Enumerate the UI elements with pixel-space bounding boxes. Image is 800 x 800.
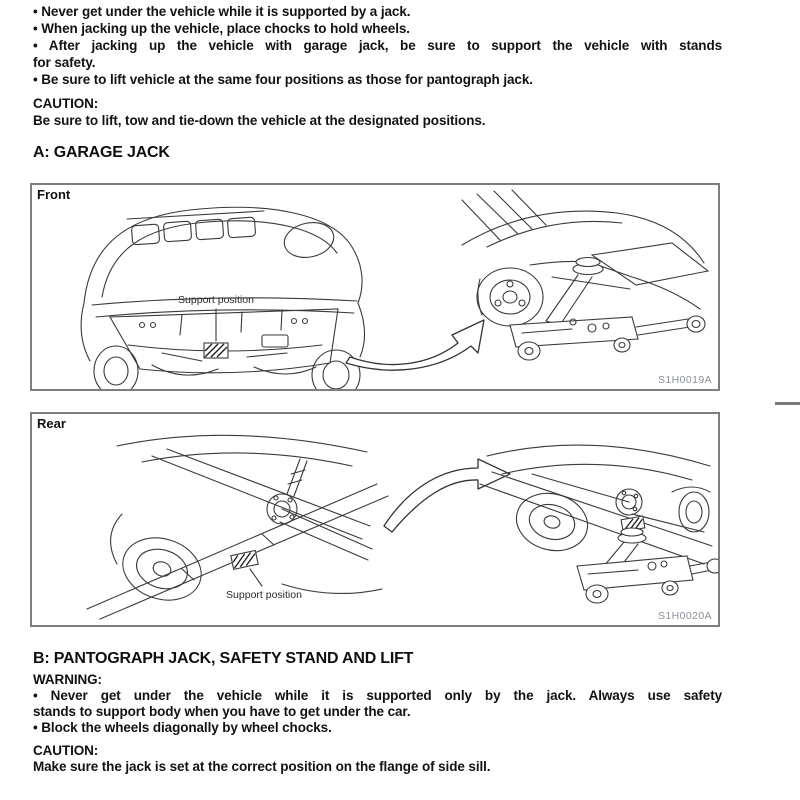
bullet-item: • Be sure to lift vehicle at the same fo… [33,72,533,87]
support-position-label: Support position [226,589,302,601]
support-position-label: Support position [178,294,254,306]
bullet-item: • After jacking up the vehicle with gara… [33,38,722,53]
figure-front-garage-jack: Front [30,183,720,391]
figure-label-rear: Rear [37,416,66,431]
bullet-item: • Never get under the vehicle while it i… [33,4,411,19]
callout-arrow [345,319,485,371]
section-a-heading: A: GARAGE JACK [33,144,170,161]
warning-label: WARNING: [33,672,102,687]
support-position-pad [230,549,259,570]
garage-jack-closeup-drawing [461,189,710,361]
section-b-heading: B: PANTOGRAPH JACK, SAFETY STAND AND LIF… [33,650,414,667]
caution-block-top: CAUTION: Be sure to lift, tow and tie-do… [33,95,722,129]
page-edge-marker [775,402,800,405]
figure-rear-garage-jack: Rear [30,412,720,627]
support-leader-line [249,568,263,587]
bullet-item-continuation: for safety. [33,55,96,70]
bullet-item: • When jacking up the vehicle, place cho… [33,21,410,36]
warning-block: WARNING: • Never get under the vehicle w… [33,672,722,736]
figure-label-front: Front [37,187,71,202]
figure-code: S1H0020A [658,610,712,622]
caution-label: CAUTION: [33,96,99,111]
figure-code: S1H0019A [658,374,712,386]
warning-item: • Never get under the vehicle while it i… [33,688,722,703]
warning-item: • Block the wheels diagonally by wheel c… [33,720,332,735]
intro-bullet-list: • Never get under the vehicle while it i… [33,3,722,88]
support-position-pad [203,342,229,359]
caution-text: Make sure the jack is set at the correct… [33,759,491,774]
callout-arrow [383,458,511,533]
caution-label: CAUTION: [33,743,99,758]
caution-block-bottom: CAUTION: Make sure the jack is set at th… [33,743,722,775]
caution-text: Be sure to lift, tow and tie-down the ve… [33,113,486,128]
warning-item-continuation: stands to support body when you have to … [33,704,411,719]
rear-jack-illustration: Support position [86,434,718,620]
garage-jack-closeup-drawing [479,444,718,604]
front-jack-illustration: Support position [80,189,710,389]
